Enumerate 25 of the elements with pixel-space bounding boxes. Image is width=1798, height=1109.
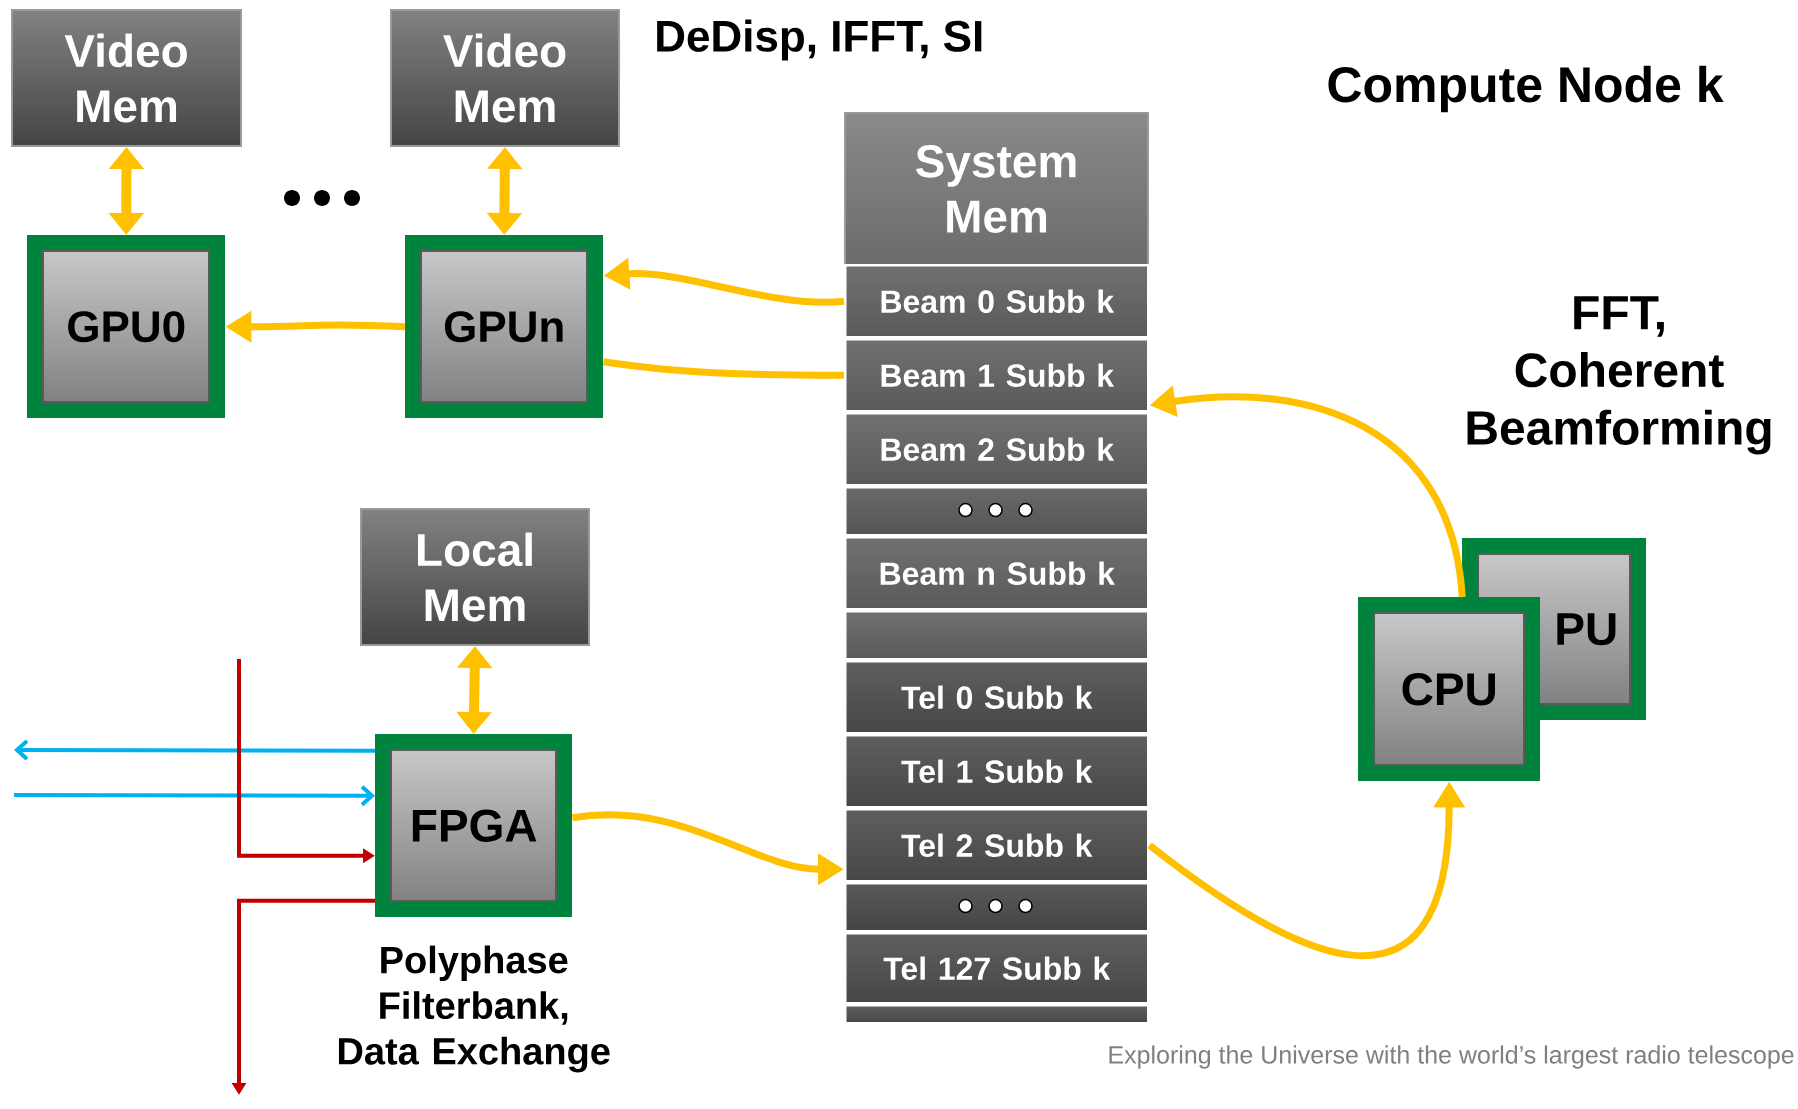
arrow (14, 785, 375, 807)
memory-row: Beam 1 Subb k (844, 338, 1150, 413)
memory-row: Tel 0 Subb k (844, 660, 1150, 735)
memory-row: Tel 2 Subb k (844, 808, 1150, 883)
chip-box: CPU (1358, 597, 1540, 781)
memory-row (844, 1004, 1150, 1025)
memory-box: Local Mem (360, 508, 590, 646)
memory-row: Beam 0 Subb k (844, 264, 1150, 339)
heading: DeDisp, IFFT, SI (657, 19, 982, 61)
arrow (14, 739, 375, 761)
title: Compute Node k (1328, 65, 1724, 113)
memory-row: Tel 1 Subb k (844, 734, 1150, 809)
footer-text: Exploring the Universe with the world’s largest radio telescope (1109, 1045, 1794, 1069)
memory-row (844, 486, 1150, 537)
chip-box: GPU0 (27, 235, 225, 418)
memory-row (844, 610, 1150, 661)
memory-box: Video Mem (11, 9, 242, 147)
memory-box: Video Mem (390, 9, 620, 147)
caption-text: Polyphase Filterbank, Data Exchange (338, 945, 610, 1073)
annotation-text: FFT, Coherent Beamforming (1467, 296, 1771, 455)
memory-row (844, 882, 1150, 933)
chip-box: GPUn (405, 235, 603, 418)
memory-row: Beam 2 Subb k (844, 412, 1150, 487)
chip-box: FPGA (375, 734, 572, 917)
memory-row: Beam n Subb k (844, 536, 1150, 611)
